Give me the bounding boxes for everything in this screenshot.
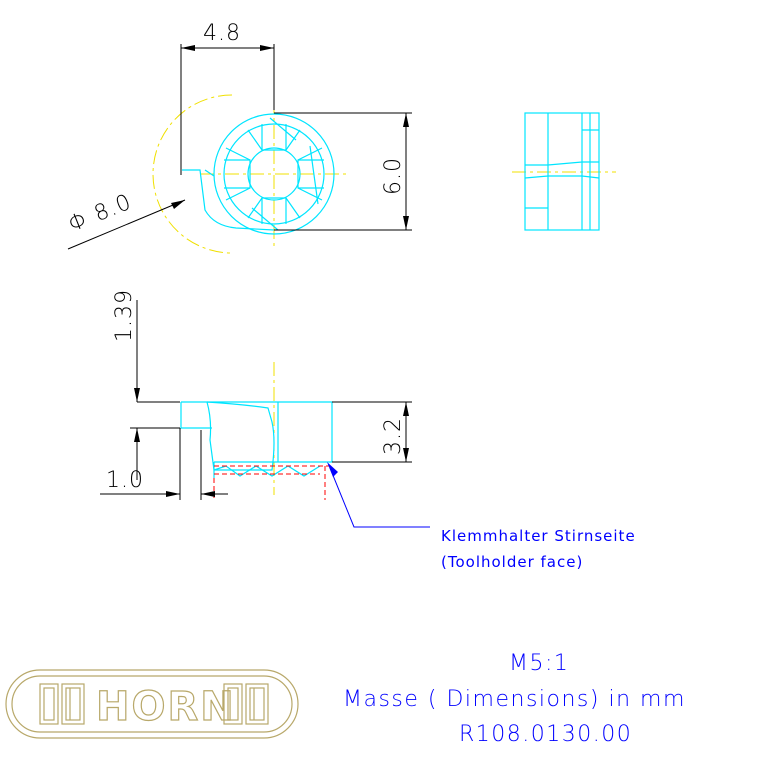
- section-dimension-arrows: [134, 388, 409, 497]
- side-part-outline: [524, 112, 600, 231]
- hidden-lines: [213, 465, 332, 500]
- front-dimension-arrows: [171, 45, 409, 230]
- section-dimension-lines: [100, 300, 412, 500]
- note-line-2: (Toolholder face): [441, 553, 583, 571]
- logo-text: HORN: [96, 684, 236, 730]
- logo-ph-left-icon: [39, 683, 85, 725]
- logo-ph-right-icon: [223, 683, 269, 725]
- section-view: 1.39 3.2 1.0 Klemmhalter Stirnseite (Too…: [100, 289, 636, 571]
- front-part-outline: [182, 113, 335, 235]
- dimension-step: 1.0: [106, 468, 144, 493]
- diameter-circle: [152, 94, 233, 254]
- dimension-diameter: Φ 8.0: [65, 190, 135, 238]
- toolholder-leader: [327, 462, 430, 528]
- dimension-width-top: 4.8: [203, 21, 241, 46]
- section-part-outline: [180, 401, 333, 478]
- front-view: 4.8 6.0 Φ 8.0: [65, 21, 412, 254]
- horn-logo: HORN: [5, 669, 299, 739]
- part-number: R108.0130.00: [459, 722, 632, 747]
- units-label: Masse ( Dimensions) in mm: [343, 687, 686, 712]
- scale-label: M5:1: [509, 651, 569, 676]
- dimension-height-right: 6.0: [381, 157, 406, 195]
- front-dimension-lines: [67, 44, 412, 250]
- note-line-1: Klemmhalter Stirnseite: [441, 527, 636, 545]
- dimension-offset-top: 1.39: [112, 289, 137, 342]
- dimension-thickness: 3.2: [381, 417, 406, 455]
- side-view: [512, 112, 616, 231]
